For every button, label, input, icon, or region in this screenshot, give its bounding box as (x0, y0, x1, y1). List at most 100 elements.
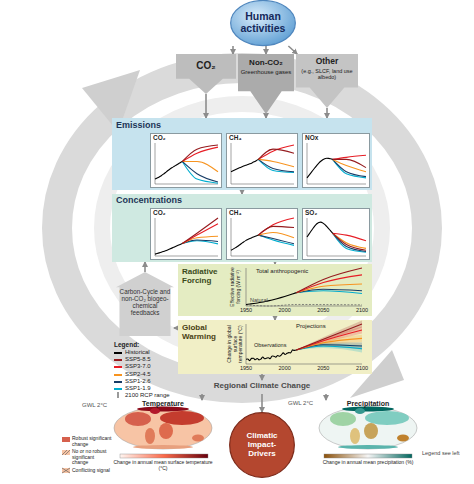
scenario-line (258, 218, 294, 235)
scenario-line (296, 324, 362, 350)
legend-text: SSP1-1.9 (125, 385, 151, 392)
node-heading: Climatic Impact-Drivers (235, 432, 289, 458)
legend-text: SSP3-7.0 (125, 363, 151, 370)
emissions-band: CO₂CH₄NOxEmissions (112, 118, 372, 190)
scenario-line (258, 235, 294, 245)
legend-row: Historical (114, 349, 178, 356)
colorbar-title: Change in annual mean precipitation (%) (316, 460, 420, 466)
warming-level-label: GWL 2°C (82, 402, 107, 409)
circle-fill (230, 413, 295, 478)
scenario-line (296, 330, 362, 350)
node-heading: NOx (305, 134, 345, 141)
scenario-line (258, 149, 294, 159)
concentration-panel: SO₂ (302, 208, 370, 260)
flow-arrow (232, 46, 234, 54)
historical-line (155, 243, 182, 254)
plot-axis (246, 268, 362, 306)
legend-swatch (114, 366, 122, 368)
arrow-fill (176, 54, 236, 94)
flow-arrow (201, 394, 203, 400)
scenario-line (258, 159, 294, 172)
scenario-line (333, 159, 366, 176)
map-legend-text: Conflicting signal (72, 468, 112, 474)
flow-arrow (205, 94, 207, 118)
concentration-panel: CO₂ (150, 208, 222, 260)
circle-fill (231, 0, 296, 45)
temperature-world-map (114, 407, 212, 450)
map-legend-text: No or no robust significant change (72, 449, 112, 466)
legend-swatch (114, 359, 122, 361)
regional-band: Regional Climate Change (190, 380, 334, 394)
year-tick: 2100 (352, 365, 372, 371)
historical-line (307, 222, 333, 237)
projection-range (296, 344, 362, 352)
historical-line (307, 158, 333, 178)
series-label: Total anthropogenic (256, 268, 308, 275)
node-heading: Precipitation (318, 400, 418, 408)
legend-text: SSP1-2.6 (125, 378, 151, 385)
historical-line (246, 293, 296, 305)
node-heading: Other (298, 57, 356, 66)
legend-swatch (114, 388, 122, 390)
legend-row: 2100 RCP range (114, 392, 178, 399)
scenario-line (258, 159, 294, 171)
map-legend-note: Legend see left (422, 450, 468, 456)
concentration-panel: CH₄ (226, 208, 298, 260)
plot-axis (155, 218, 218, 256)
axis-title: Effective radiative forcing (W m⁻²) (230, 267, 241, 307)
colorbar-title: Change in annual mean surface temperatur… (112, 460, 214, 471)
flow-arrow (325, 394, 327, 400)
scenario-line (182, 224, 218, 244)
historical-line (155, 161, 182, 179)
series-label: Observations (254, 342, 286, 348)
node-subtext: (e.g., SLCF, land use albedo) (298, 68, 356, 80)
emission-panel: NOx (302, 133, 370, 188)
legend-row: SSP2-4.5 (114, 371, 178, 378)
no-robust-change-swatch (62, 450, 70, 455)
scenario-legend: HistoricalSSP5-8.5SSP3-7.0SSP2-4.5SSP1-2… (114, 349, 178, 399)
plot-axis (307, 143, 366, 184)
legend-row: SSP3-7.0 (114, 363, 178, 370)
cycle-ring (57, 68, 427, 388)
scenario-line (333, 233, 366, 252)
series-label: Projections (296, 323, 326, 330)
range-bar-symbol (117, 392, 119, 398)
scenario-line (333, 233, 366, 241)
map-legend-text: Robust significant change (72, 436, 112, 447)
year-tick: 2000 (275, 307, 295, 313)
node-heading: Carbon-Cycle and non-CO₂ biogeo-chemical… (119, 289, 171, 317)
historical-line (231, 235, 258, 250)
precipitation-map: Precipitation (318, 400, 418, 452)
year-tick: 2100 (352, 307, 372, 313)
feedback-arrow: Carbon-Cycle and non-CO₂ biogeo-chemical… (116, 272, 174, 336)
node-heading: SO₂ (305, 209, 345, 216)
line-chart (150, 133, 222, 188)
legend-text: Historical (125, 349, 150, 356)
scenario-line (182, 145, 218, 161)
legend-swatch (114, 381, 122, 383)
flow-arrow (288, 46, 297, 54)
legend-row: SSP1-2.6 (114, 378, 178, 385)
node-heading: CO₂ (153, 209, 193, 216)
scenario-line (258, 226, 294, 235)
node-heading: CH₄ (229, 134, 269, 141)
scenario-line (182, 161, 218, 183)
node-heading: Non-CO₂ (239, 59, 293, 68)
line-chart (302, 133, 370, 188)
node-heading: Global Warming (182, 324, 226, 342)
co2-arrow: CO₂ (176, 54, 236, 94)
node-heading: CO₂ (176, 60, 236, 71)
flow-arrow (261, 374, 263, 380)
flow-arrow (265, 46, 267, 54)
node-heading: Human activities (230, 11, 296, 34)
arrow-fill (116, 272, 174, 336)
year-tick: 1950 (236, 307, 256, 313)
scenario-line (333, 233, 366, 251)
scenario-line (182, 161, 218, 182)
node-heading: Concentrations (116, 196, 216, 206)
conflicting-signal-swatch (62, 468, 70, 473)
node-subtext: Greenhouse gases (239, 69, 293, 76)
year-tick: 2050 (313, 365, 333, 371)
node-heading: CH₄ (229, 209, 269, 216)
scenario-line (333, 233, 366, 250)
